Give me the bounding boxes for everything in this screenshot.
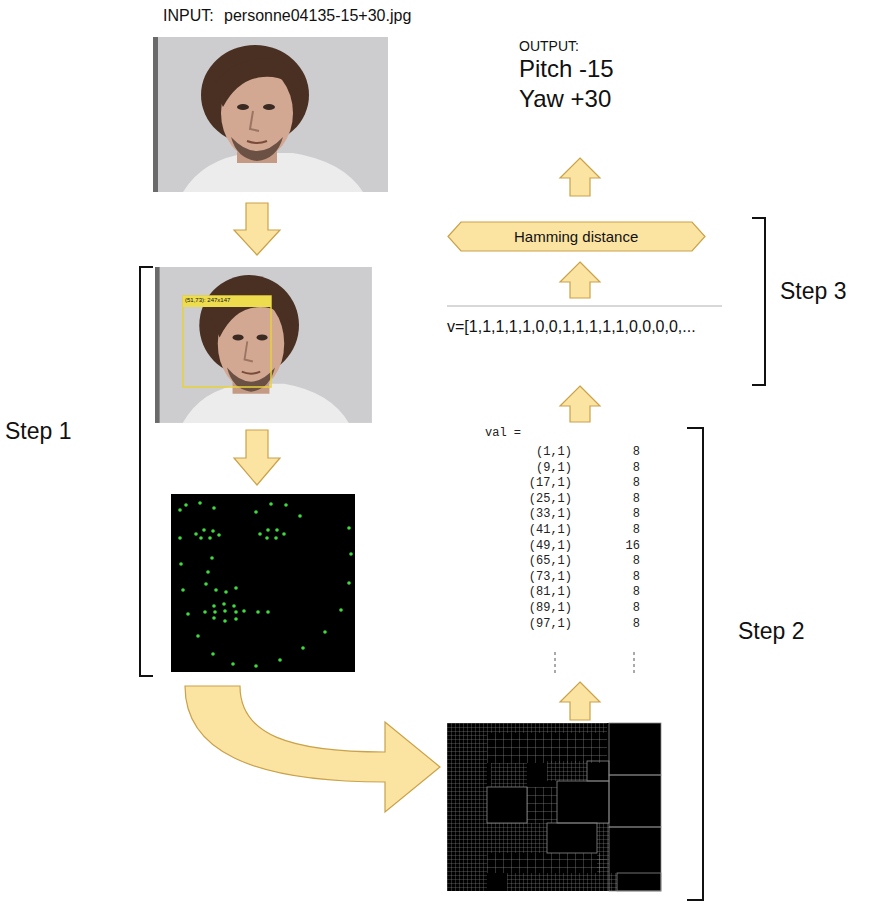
table-cell: 16 — [596, 539, 640, 553]
pitch-value: Pitch -15 — [519, 55, 614, 84]
step-label: Step 3 — [780, 278, 847, 306]
table-cell: 8 — [596, 476, 640, 490]
table-cell: 8 — [596, 585, 640, 599]
flow-arrow — [560, 682, 600, 720]
face-box-tag — [183, 296, 271, 307]
table-cell: (33,1) — [496, 507, 572, 521]
flow-arrow — [560, 386, 600, 422]
step-label: Step 2 — [738, 618, 805, 646]
flow-arrow — [185, 686, 440, 812]
flow-arrow — [560, 262, 600, 298]
flow-arrow — [234, 430, 280, 485]
landmark-image — [171, 494, 355, 672]
table-cell: 8 — [596, 492, 640, 506]
input-label: INPUT: — [163, 6, 214, 25]
step-bracket — [140, 267, 153, 676]
table-cell: 8 — [596, 601, 640, 615]
table-header: val = — [485, 426, 521, 440]
table-cell: 8 — [596, 570, 640, 584]
table-cell: (17,1) — [496, 476, 572, 490]
table-cell: (89,1) — [496, 601, 572, 615]
table-cell: 8 — [596, 507, 640, 521]
hexagon-shape — [448, 222, 705, 251]
flow-arrow — [234, 203, 280, 255]
table-cell: 8 — [596, 445, 640, 459]
continuation-mark — [555, 652, 556, 676]
input-photo — [153, 37, 388, 192]
bbox-label: (51,73): 247x147 — [185, 297, 230, 304]
process-hexagon: Hamming distance — [447, 221, 706, 252]
table-cell: 8 — [596, 461, 640, 475]
table-cell: (81,1) — [496, 585, 572, 599]
table-cell: (73,1) — [496, 570, 572, 584]
quadtree-image — [447, 723, 661, 891]
flow-arrow — [560, 158, 600, 196]
step-bracket — [752, 218, 765, 385]
yaw-value: Yaw +30 — [519, 85, 611, 114]
node-text: Hamming distance — [514, 228, 638, 246]
table-cell: (41,1) — [496, 523, 572, 537]
table-cell: (97,1) — [496, 617, 572, 631]
output-label: OUTPUT: — [519, 38, 579, 55]
step-bracket — [687, 428, 703, 900]
table-cell: (9,1) — [496, 461, 572, 475]
table-cell: (1,1) — [496, 445, 572, 459]
table-cell: (25,1) — [496, 492, 572, 506]
table-cell: 8 — [596, 554, 640, 568]
detection-photo — [155, 267, 372, 423]
table-cell: (49,1) — [496, 539, 572, 553]
table-cell: 8 — [596, 617, 640, 631]
continuation-mark — [634, 652, 635, 676]
step-label: Step 1 — [5, 418, 72, 446]
face-box — [183, 296, 271, 387]
file-name: personne04135-15+30.jpg — [224, 6, 411, 25]
separator-line — [447, 306, 722, 307]
table-cell: 8 — [596, 523, 640, 537]
table-cell: (65,1) — [496, 554, 572, 568]
feature-vector: v=[1,1,1,1,1,0,0,1,1,1,1,1,0,0,0,0,... — [447, 317, 696, 336]
